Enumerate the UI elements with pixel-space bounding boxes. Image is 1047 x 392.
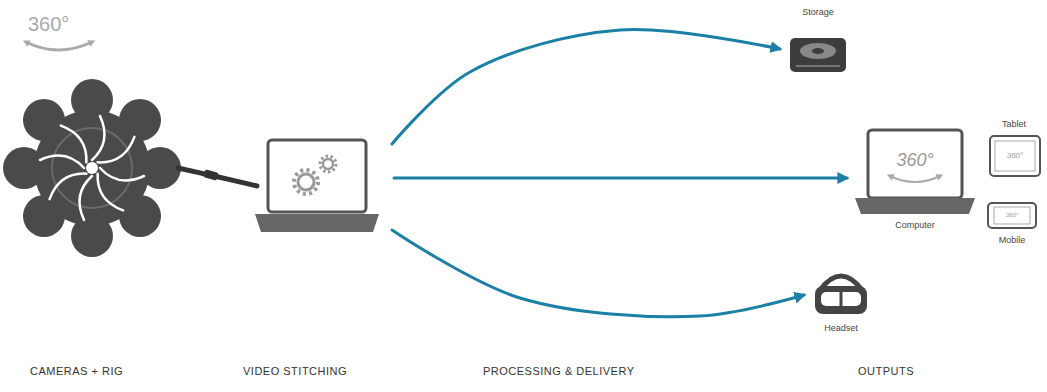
- gear-teeth: [320, 156, 336, 172]
- device-label: Storage: [802, 8, 834, 17]
- rotation-label: 360°: [1006, 212, 1018, 218]
- computer: [855, 130, 975, 214]
- delivery-arrow: [392, 30, 780, 144]
- camera-rig: 360°CAMERAS + RIG: [4, 80, 180, 256]
- stage-caption: VIDEO STITCHING: [243, 366, 347, 377]
- rig-swirl: [55, 122, 95, 162]
- vr-headset: [815, 276, 867, 314]
- rig-swirl: [40, 156, 84, 169]
- stitching-laptop: [255, 140, 379, 232]
- rig-swirl: [98, 131, 138, 171]
- drive-hub: [812, 48, 824, 54]
- tablet: Tablet360°: [988, 134, 1042, 178]
- rotation-arrow: [26, 42, 92, 50]
- computer: 360°Computer: [855, 128, 977, 216]
- rig-ring: [52, 128, 132, 208]
- rig-hub: [86, 162, 98, 174]
- headset-visor: [815, 286, 867, 314]
- drive-disc: [800, 43, 836, 59]
- delivery-arrow: [394, 177, 847, 180]
- stitching-laptop: VIDEO STITCHING: [255, 138, 380, 234]
- rig-swirl: [80, 176, 93, 220]
- headset-divider: [840, 292, 843, 306]
- tablet-screen: [995, 141, 1035, 171]
- headset-lens: [821, 292, 861, 306]
- device-label: Tablet: [1002, 120, 1026, 129]
- laptop-base: [255, 214, 379, 232]
- vr-headset: Headset: [812, 266, 870, 316]
- stage-caption: PROCESSING & DELIVERY: [483, 366, 635, 377]
- rotation-label: 360°: [896, 151, 933, 169]
- mobile-screen: [994, 207, 1030, 224]
- mobile-phone: 360°Mobile: [986, 201, 1038, 230]
- stage-caption: CAMERAS + RIG: [30, 366, 123, 377]
- stage-caption: OUTPUTS: [858, 366, 914, 377]
- device-label: Computer: [895, 221, 935, 230]
- laptop-screen: [268, 140, 366, 212]
- storage-drive: Storage: [788, 36, 848, 74]
- cable: [178, 168, 257, 186]
- delivery-arrow: [392, 230, 804, 317]
- device-label: Mobile: [999, 236, 1026, 245]
- rig-swirl: [100, 168, 144, 181]
- mobile-body: [988, 203, 1036, 228]
- mobile-phone: [988, 203, 1036, 228]
- rotation-label: 360°: [28, 14, 69, 34]
- rotation-arrow: [890, 176, 940, 182]
- tablet: [990, 136, 1040, 176]
- drive-slot: [796, 65, 840, 67]
- computer-base: [855, 198, 975, 214]
- rig-swirl: [46, 165, 86, 205]
- drive-body: [790, 38, 846, 72]
- gear-teeth: [294, 170, 318, 194]
- rig-swirl: [89, 174, 129, 214]
- camera-rig: [3, 79, 181, 257]
- storage-drive: [790, 38, 846, 72]
- computer-screen: [868, 130, 962, 198]
- device-label: Headset: [824, 324, 858, 333]
- rig-body: [34, 110, 150, 226]
- gear: [323, 159, 333, 169]
- gear: [298, 174, 314, 190]
- rotation-label: 360°: [1007, 152, 1024, 160]
- rig-swirl: [92, 116, 105, 160]
- tablet-body: [990, 136, 1040, 176]
